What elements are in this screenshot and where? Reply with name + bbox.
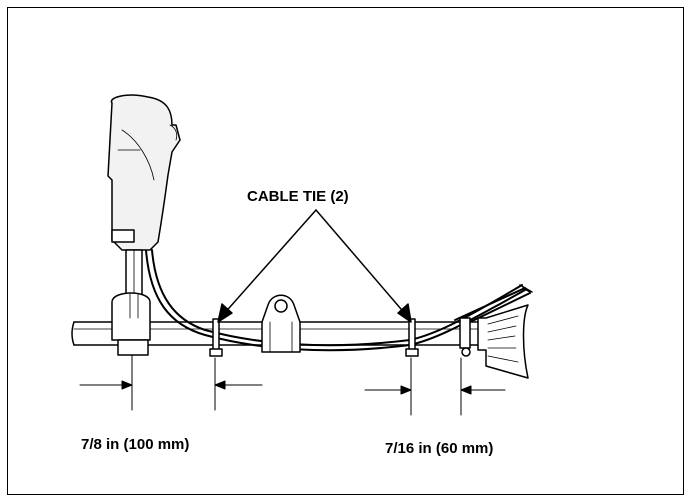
cable-tie-left — [209, 318, 223, 357]
throttle-cable — [145, 249, 526, 352]
center-mount-bracket — [261, 294, 301, 353]
dimension-arrows-left — [79, 380, 263, 390]
cable-tie-right — [405, 318, 419, 357]
shaft-end-clamp — [459, 317, 471, 357]
figure-frame — [7, 7, 684, 495]
right-dimension-label: 7/16 in (60 mm) — [385, 440, 494, 457]
callout-arrows — [217, 209, 412, 323]
engine-housing — [477, 304, 529, 379]
handle-grip — [107, 94, 181, 251]
cable-bundle — [454, 284, 533, 327]
dimension-arrows-right — [364, 385, 506, 395]
left-dimension-label: 7/8 in (100 mm) — [81, 436, 190, 453]
handle-clamp — [111, 292, 151, 356]
handle-stem — [125, 249, 143, 296]
dimension-extension-lines — [131, 354, 462, 416]
cable-tie-label: CABLE TIE (2) — [247, 188, 349, 205]
